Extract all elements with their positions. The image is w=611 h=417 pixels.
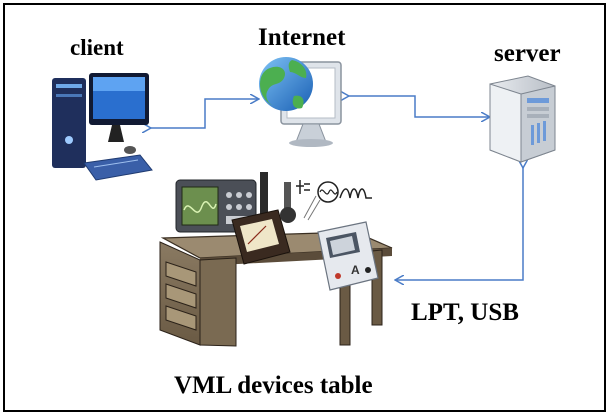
globe-monitor-icon	[259, 57, 342, 147]
desktop-computer-icon	[52, 73, 153, 181]
arrow-internet-server	[348, 96, 489, 117]
lab-instruments-icon: A	[175, 172, 379, 291]
internet-label: Internet	[258, 24, 346, 51]
arrow-server-devices	[396, 167, 523, 280]
server-label: server	[494, 40, 561, 67]
client-label: client	[70, 35, 124, 60]
server-tower-icon	[489, 75, 556, 163]
devices-table-label: VML devices table	[174, 372, 373, 399]
connection-label: LPT, USB	[411, 299, 519, 326]
arrow-client-internet	[150, 99, 258, 128]
svg-text:A: A	[351, 263, 360, 277]
